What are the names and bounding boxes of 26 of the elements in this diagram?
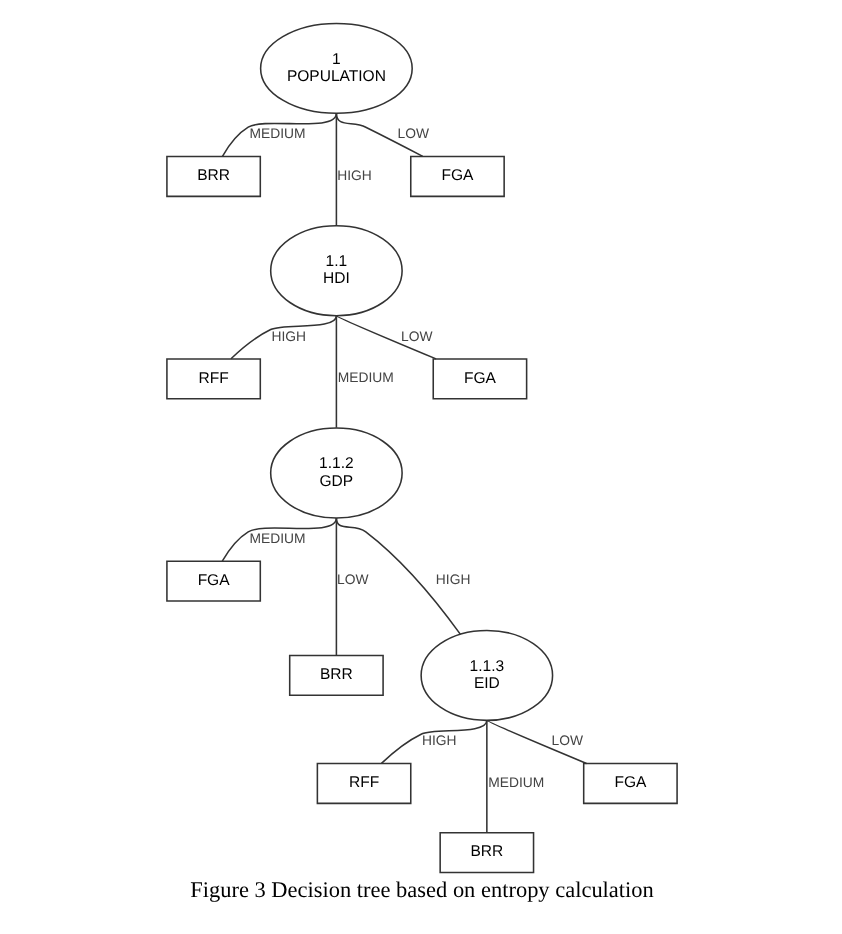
node-ellipse: 1.1.2 GDP [268, 427, 402, 519]
connector [334, 517, 337, 657]
node-box: BRR [438, 832, 534, 874]
node-box: RFF [315, 762, 411, 805]
node-box: FGA [409, 155, 504, 198]
connector [334, 112, 337, 227]
node-ellipse: 1 POPULATION [258, 22, 412, 115]
connector [379, 719, 487, 765]
connector [334, 314, 436, 360]
connector [485, 719, 587, 765]
node-ellipse: 1.1 HDI [268, 224, 402, 317]
node-box: BRR [165, 155, 261, 198]
connector [334, 517, 461, 635]
node-box: FGA [581, 762, 677, 805]
node-ellipse: 1.1.3 EID [419, 629, 553, 722]
caption: Figure 3 Decision tree based on entropy calculation [189, 879, 653, 904]
node-box: RFF [165, 358, 261, 400]
node-box: BRR [287, 654, 383, 697]
connector [220, 517, 337, 562]
connector [220, 112, 337, 158]
connector [334, 314, 337, 429]
connector [485, 719, 487, 834]
node-box: FGA [165, 560, 261, 602]
node-box: FGA [431, 358, 527, 400]
connector [229, 314, 337, 360]
connector [334, 112, 423, 158]
